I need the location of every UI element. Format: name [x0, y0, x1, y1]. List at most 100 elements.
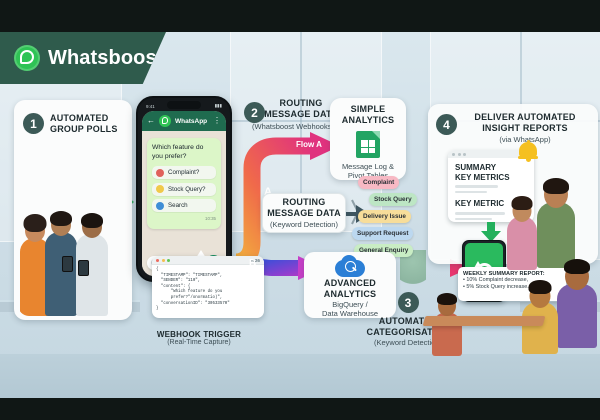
simple-analytics-caption-line1: Message Log &: [341, 162, 395, 171]
step-1-title-line1: AUTOMATED: [50, 113, 109, 123]
simple-analytics-caption: Message Log & Pivot Tables: [330, 162, 406, 180]
flow-a-label: Flow A: [296, 140, 322, 149]
step-1-badge: 1: [23, 113, 44, 134]
step-3-title-line2: CATEGORISATION: [366, 327, 450, 337]
poll-option-1-label: Complaint?: [168, 169, 200, 177]
status-icons: ▮▮▮: [214, 103, 222, 108]
report-heading-key-metric: KEY METRIC: [455, 199, 505, 209]
person-right-2-hair: [511, 196, 533, 210]
person-right-5-hair: [437, 293, 457, 305]
report-titlebar: [448, 150, 534, 158]
sheets-grid: [361, 140, 375, 153]
person-2-body: [45, 232, 77, 316]
summary-title: WEEKLY SUMMARY REPORT:: [463, 270, 545, 277]
whatsapp-avatar-icon: [159, 115, 171, 127]
person-2: [44, 186, 78, 316]
poll-option-complaint[interactable]: Complaint?: [152, 166, 216, 180]
advanced-analytics-title-line2: ANALYTICS: [323, 289, 377, 299]
routing2-subtitle: (Keyword Detection): [270, 220, 338, 229]
person-2-hair: [50, 211, 72, 226]
step-4-title-line2: INSIGHT REPORTS: [482, 123, 568, 133]
person-right-4-hair: [528, 280, 552, 294]
arrow-left-icon[interactable]: ←: [147, 116, 155, 125]
emoji-sad-icon: [156, 168, 164, 177]
group-people-illustration: [18, 146, 128, 316]
report-heading-line2: KEY METRICS: [455, 172, 510, 182]
json-popup-year: 2026: [249, 257, 260, 263]
poll-option-stock-query[interactable]: Stock Query?: [152, 182, 216, 196]
more-vertical-icon[interactable]: ⋮: [213, 116, 221, 125]
whatsapp-chat-body: Which feature do you prefer? Complaint? …: [142, 131, 226, 276]
step-1-title: AUTOMATED GROUP POLLS: [50, 113, 126, 135]
step-3-subtitle: (Keyword Detection): [374, 338, 442, 347]
window-maximize-dot: [167, 258, 170, 262]
brand-name: Whatsboost: [48, 46, 164, 69]
phone-screen: ← WhatsApp ⋮ Which feature do you prefer…: [142, 111, 226, 276]
step-1-automated-group-polls: 1 AUTOMATED GROUP POLLS: [14, 100, 132, 320]
simple-analytics-card: SIMPLE ANALYTICS Message Log & Pivot Tab…: [330, 98, 406, 180]
advanced-analytics-card: ADVANCED ANALYTICS BigQuery / Data Wareh…: [304, 252, 396, 318]
bell-clapper: [525, 158, 531, 162]
window-close-dot: [156, 258, 159, 262]
sheets-fold: [372, 131, 380, 139]
simple-analytics-title-line1: SIMPLE: [350, 104, 386, 114]
advanced-analytics-caption-line1: BigQuery /: [332, 300, 368, 309]
top-letterbox: [0, 0, 600, 32]
report-placeholder-line-2: [455, 190, 487, 194]
step-1-title-line2: GROUP POLLS: [50, 124, 118, 134]
category-tag-complaint[interactable]: Complaint: [358, 176, 400, 189]
step-2-routing-message-data: 2 ROUTING MESSAGE DATA (Whatsboost Webho…: [244, 96, 340, 138]
category-tag-stock-query[interactable]: Stock Query: [369, 193, 417, 206]
routing2-title-line2: MESSAGE DATA: [267, 208, 341, 218]
report-dot-1: [452, 152, 455, 156]
background-mullion-1: [300, 30, 302, 230]
person-right-4-body: [522, 302, 558, 354]
routing-message-data-keyword-box: ROUTING MESSAGE DATA (Keyword Detection): [262, 193, 346, 233]
bell-body: [519, 142, 537, 157]
json-payload: { "TIMESTAMP": "TIMESTAMP", "SENDER": "1…: [156, 268, 230, 312]
poll-timestamp: 10:35: [205, 215, 216, 221]
download-arrow-stem: [487, 222, 495, 232]
report-heading-line1: SUMMARY: [455, 163, 497, 172]
step-3-title-line1: AUTOMATED: [378, 316, 438, 326]
step-2-title-line1: ROUTING: [279, 98, 323, 108]
poll-option-3-label: Search: [168, 202, 188, 210]
whatsapp-appbar: ← WhatsApp ⋮: [142, 111, 226, 131]
phone-status-bar: 9:41 ▮▮▮: [143, 102, 225, 110]
webhook-trigger-caption: WEBHOOK TRIGGER (Real-Time Capture): [140, 330, 258, 346]
category-tag-support-request[interactable]: Support Request: [352, 227, 414, 240]
advanced-analytics-title: ADVANCED ANALYTICS: [304, 278, 396, 300]
step-2-badge: 2: [244, 102, 265, 123]
step-4-badge: 4: [436, 114, 457, 135]
step-3-title: AUTOMATED CATEGORISATION: [352, 316, 464, 338]
report-placeholder-line-1: [455, 185, 499, 188]
person-right-2-body: [507, 216, 537, 270]
report-placeholder-line-4: [455, 217, 493, 221]
summary-bubble-tail: [474, 261, 482, 268]
simple-analytics-title: SIMPLE ANALYTICS: [330, 104, 406, 126]
category-tag-delivery-issue[interactable]: Delivery Issue: [358, 210, 411, 223]
bell-rim: [518, 156, 538, 159]
person-1-hair: [23, 214, 47, 232]
person-3-hair: [81, 213, 103, 228]
webhook-caption-line1: WEBHOOK TRIGGER: [156, 330, 242, 339]
summary-bullet-2: • 5% Stock Query increase.: [463, 283, 529, 290]
person-right-3-body: [557, 284, 597, 348]
person-3: [74, 190, 110, 316]
step-3-badge: 3: [397, 292, 419, 313]
window-minimize-dot: [161, 258, 165, 262]
json-popup-tail: [196, 250, 206, 258]
step-4-title-line1: DELIVER AUTOMATED: [474, 112, 576, 122]
person-right-3-hair: [564, 259, 590, 274]
poll-option-search[interactable]: Search: [152, 199, 216, 213]
background-mullion-4: [230, 120, 380, 122]
summary-bullet-1: • 10% Complaint decrease,: [463, 276, 529, 283]
cloud-search-icon: [335, 255, 365, 277]
google-sheets-icon: [356, 131, 380, 158]
poll-option-2-label: Stock Query?: [168, 185, 206, 193]
whatsapp-contact-name: WhatsApp: [175, 117, 208, 125]
flow-a-letter: A: [264, 186, 272, 198]
step-2-title-line2: MESSAGE DATA: [264, 109, 338, 119]
person-right-1-hair: [543, 178, 569, 194]
poll-bubble: Which feature do you prefer? Complaint? …: [147, 138, 221, 229]
